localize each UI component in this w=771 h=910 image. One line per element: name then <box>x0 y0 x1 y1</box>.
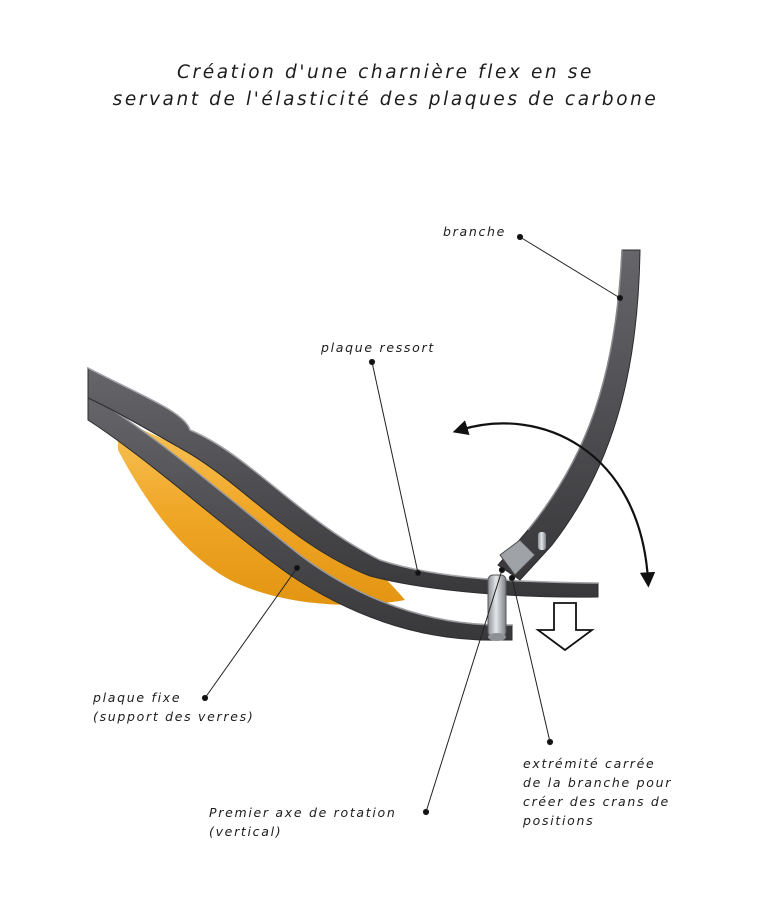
label-plaque-ressort: plaque ressort <box>321 340 435 355</box>
title-line-2: servant de l'élasticité des plaques de c… <box>112 89 659 110</box>
down-arrow <box>535 602 595 652</box>
label-premier-axe: Premier axe de rotation (vertical) <box>209 805 397 839</box>
title-line-1: Création d'une charnière flex en se <box>177 62 594 83</box>
label-branche: branche <box>443 224 507 239</box>
rotation-arrow <box>452 420 656 588</box>
label-plaque-fixe: plaque fixe (support des verres) <box>93 690 255 724</box>
leader-lines <box>201 233 624 816</box>
label-extremite: extrémité carrée de la branche pour crée… <box>523 756 673 828</box>
